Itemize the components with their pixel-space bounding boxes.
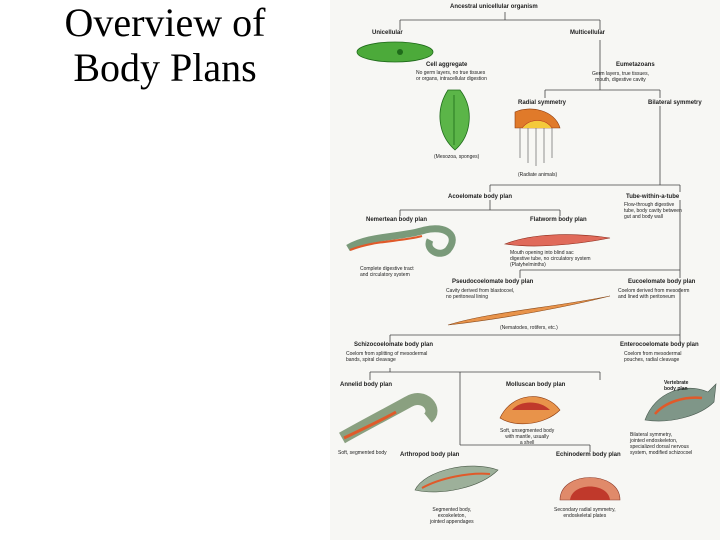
flatworm-illustration: [503, 234, 611, 247]
unicellular-illustration: [356, 41, 434, 63]
label-acoelomate: Acoelomate body plan: [448, 194, 513, 200]
mollusc-illustration: [499, 396, 561, 425]
label-annelid: Annelid body plan: [340, 382, 392, 388]
label-eumetazoans-desc: Germ layers, true tissues, mouth, digest…: [592, 71, 649, 83]
label-nematodes: (Nematodes, rotifers, etc.): [500, 325, 558, 331]
annelid-illustration: [339, 393, 438, 444]
label-pseudocoelomate: Pseudocoelomate body plan: [452, 279, 534, 285]
nemertean-illustration: [346, 225, 456, 257]
label-arthropod-desc: Segmented body, exoskeleton, jointed app…: [430, 507, 474, 525]
title-line-2: Body Plans: [73, 45, 257, 90]
title-line-1: Overview of: [64, 0, 266, 45]
label-bilateral-symmetry: Bilateral symmetry: [648, 100, 702, 106]
label-radiate-animals: (Radiate animals): [518, 172, 558, 178]
label-vertebrate-desc: Bilateral symmetry, jointed endoskeleton…: [630, 432, 693, 456]
label-arthropod: Arthropod body plan: [400, 452, 460, 458]
label-pseudo-desc: Cavity derived from blastocoel, no perit…: [446, 288, 515, 300]
label-cell-aggregate-desc: No germ layers, no true tissues or organ…: [416, 70, 487, 82]
label-entero-desc: Coelom from mesodermal pouches, radial c…: [624, 351, 682, 363]
echinoderm-illustration: [559, 477, 621, 501]
label-eucoel-desc: Coelom derived from mesoderm and lined w…: [618, 288, 690, 300]
label-flatworm-desc: Mouth opening into blind sac digestive t…: [510, 250, 591, 268]
label-schizocoelomate: Schizocoelomate body plan: [354, 342, 434, 348]
tree-drawing: [339, 12, 717, 501]
label-enterocoelomate: Enterocoelomate body plan: [620, 342, 699, 348]
label-unicellular: Unicellular: [372, 30, 403, 36]
label-eumetazoans: Eumetazoans: [616, 62, 655, 68]
label-echinoderm: Echinoderm body plan: [556, 452, 621, 458]
label-nemertean: Nemertean body plan: [366, 217, 428, 223]
vertebrate-illustration: [644, 383, 717, 422]
slide-title: Overview of Body Plans: [0, 0, 330, 90]
label-echino-desc: Secondary radial symmetry, endoskeletal …: [554, 507, 616, 519]
label-flatworm: Flatworm body plan: [530, 217, 587, 223]
tree-branches: [369, 12, 681, 452]
nematode-illustration: [447, 295, 611, 326]
label-nemertean-desc: Complete digestive tract and circulatory…: [360, 266, 414, 278]
arthropod-illustration: [414, 465, 499, 493]
label-tube-within-tube: Tube-within-a-tube: [626, 194, 680, 200]
label-vertebrate: Vertebrate body plan: [664, 380, 689, 392]
label-cell-aggregate: Cell aggregate: [426, 62, 468, 68]
label-schizo-desc: Coelom from splitting of mesodermal band…: [346, 351, 428, 363]
label-molluscan: Molluscan body plan: [506, 382, 566, 388]
label-radial-symmetry: Radial symmetry: [518, 100, 567, 106]
cell-aggregate-illustration: [439, 89, 470, 151]
label-tube-desc: Flow-through digestive tube, body cavity…: [624, 202, 682, 220]
body-plan-tree-figure: Ancestral unicellular organism Unicellul…: [330, 0, 720, 540]
label-mollusc-desc: Soft, unsegmented body with mantle, usua…: [500, 428, 555, 446]
radiate-illustration: [514, 108, 561, 166]
label-annelid-desc: Soft, segmented body: [338, 450, 387, 456]
label-ancestral: Ancestral unicellular organism: [450, 4, 538, 10]
label-eucoelomate: Eucoelomate body plan: [628, 279, 696, 285]
label-mesozoa: (Mesozoa, sponges): [434, 154, 480, 160]
label-multicellular: Multicellular: [570, 30, 606, 36]
